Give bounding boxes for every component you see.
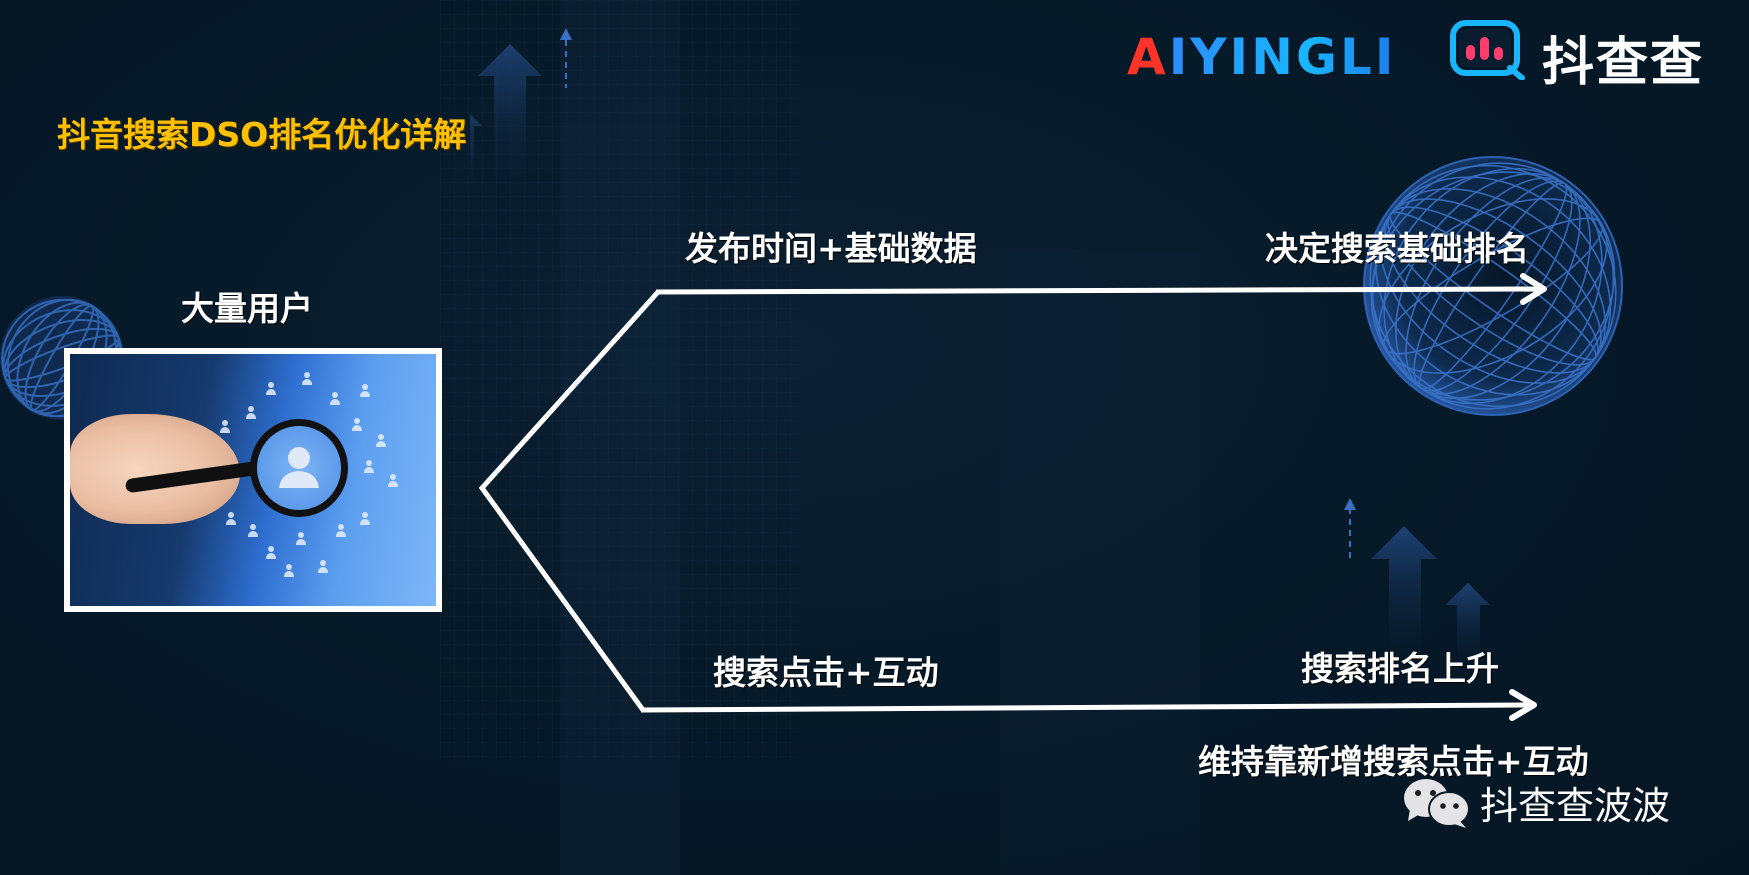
user-icon	[266, 546, 276, 560]
bottom-branch-input-label: 搜索点击+互动	[713, 653, 939, 692]
user-icon	[318, 560, 328, 574]
user-icon	[364, 460, 374, 474]
user-icon	[330, 392, 340, 406]
magnifier-lens-shape	[250, 419, 348, 517]
wechat-icon	[1404, 778, 1470, 828]
up-arrows-decoration-icon	[470, 28, 572, 200]
user-icon	[226, 512, 236, 526]
user-icon	[266, 382, 276, 396]
wechat-account-name: 抖查查波波	[1480, 784, 1671, 828]
user-icon	[376, 434, 386, 448]
bottom-branch-result-label: 搜索排名上升	[1301, 649, 1499, 688]
up-arrows-decoration-icon	[1344, 498, 1490, 670]
wechat-account-watermark: 抖查查波波	[1402, 775, 1670, 830]
wireframe-globe-decoration-icon	[1363, 156, 1623, 416]
slide-title: 抖音搜索DSO排名优化详解	[57, 115, 467, 154]
aiyingli-logo: AIYINGLI	[1127, 28, 1396, 86]
user-icon	[279, 447, 319, 488]
top-branch-input-label: 发布时间+基础数据	[685, 229, 977, 268]
background-building	[1000, 250, 1200, 875]
bottom-branch-note: 维持靠新增搜索点击+互动	[1198, 742, 1589, 781]
user-icon	[284, 564, 294, 578]
user-icon	[296, 532, 306, 546]
user-icon	[360, 512, 370, 526]
user-icon	[248, 524, 258, 538]
user-icon	[360, 384, 370, 398]
user-icon	[352, 418, 362, 432]
user-icon	[336, 524, 346, 538]
user-icon	[220, 420, 230, 434]
aiyingli-logo-letter-a: A	[1127, 28, 1169, 86]
douchacha-logo-text: 抖查查	[1542, 33, 1705, 93]
source-label: 大量用户	[181, 289, 313, 328]
douchacha-chart-bubble-icon	[1450, 20, 1525, 80]
top-branch-result-label: 决定搜索基础排名	[1265, 229, 1529, 268]
user-icon	[302, 372, 312, 386]
user-icon	[246, 406, 256, 420]
user-icon	[388, 474, 398, 488]
magnifier-users-photo	[64, 348, 442, 612]
aiyingli-logo-rest: IYINGLI	[1168, 28, 1397, 86]
